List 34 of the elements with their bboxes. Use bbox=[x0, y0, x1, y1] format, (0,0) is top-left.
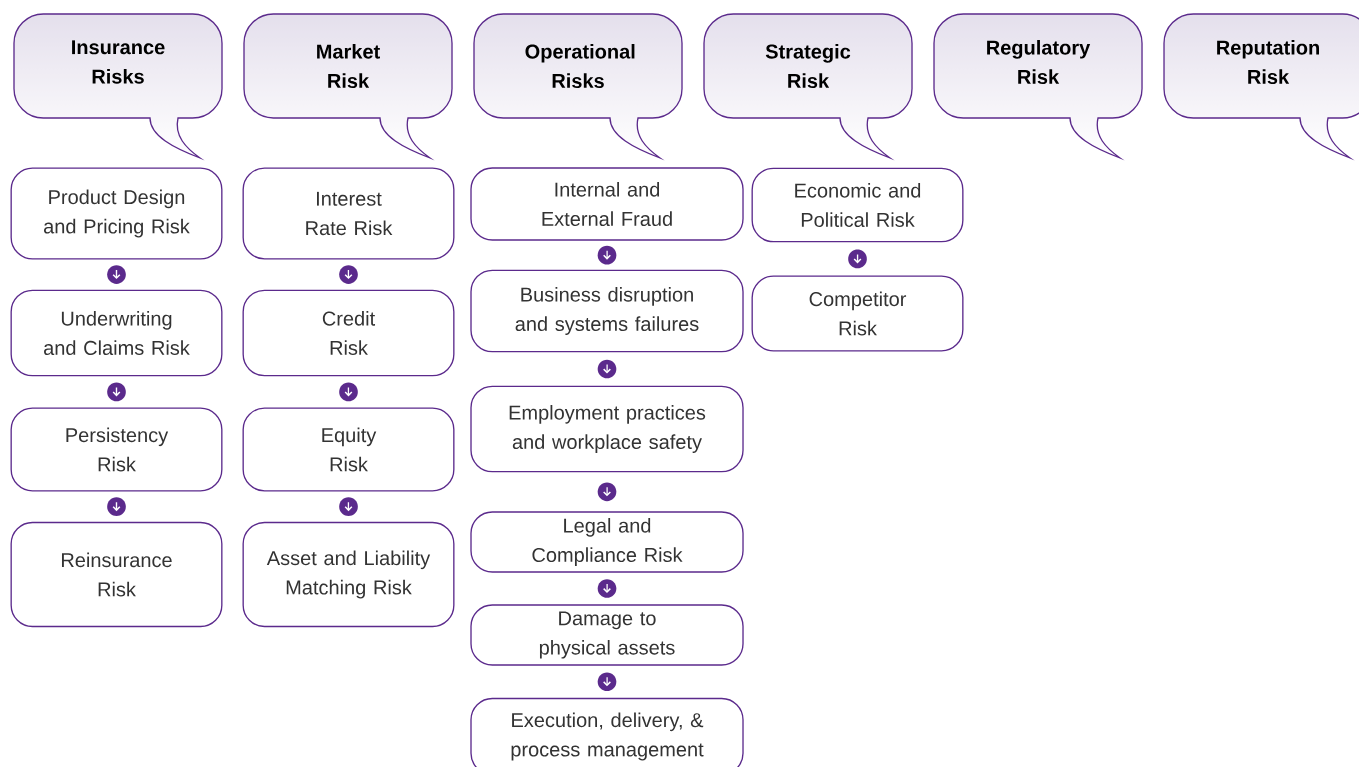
arrow-circle bbox=[107, 382, 126, 402]
risk-box: Business disruption and systems failures bbox=[470, 269, 744, 353]
arrow-circle bbox=[597, 482, 617, 502]
arrow-circle bbox=[339, 265, 358, 284]
arrow-circle bbox=[597, 359, 617, 379]
risk-box: Legal and Compliance Risk bbox=[470, 511, 744, 573]
arrow-circle bbox=[107, 265, 126, 284]
risk-box: Underwriting and Claims Risk bbox=[10, 289, 223, 377]
risk-box: Persistency Risk bbox=[10, 407, 223, 492]
speech-bubble: Reputation Risk bbox=[1163, 13, 1359, 159]
speech-bubble: Insurance Risks bbox=[13, 13, 223, 159]
arrow-circle bbox=[339, 497, 358, 516]
speech-bubble: Market Risk bbox=[243, 13, 453, 159]
risk-box: Internal and External Fraud bbox=[470, 167, 744, 241]
risk-box: Execution, delivery, & process management bbox=[470, 697, 744, 767]
speech-bubble: Operational Risks bbox=[473, 13, 683, 159]
risk-box: Employment practices and workplace safety bbox=[470, 385, 744, 473]
risk-box: Equity Risk bbox=[242, 407, 455, 492]
arrow-circle bbox=[107, 497, 126, 516]
risk-box: Economic and Political Risk bbox=[751, 167, 964, 243]
risk-box: Asset and Liability Matching Risk bbox=[242, 521, 455, 628]
arrow-circle bbox=[597, 672, 617, 692]
arrow-circle bbox=[339, 382, 358, 402]
risk-box: Credit Risk bbox=[242, 289, 455, 377]
arrow-circle bbox=[597, 579, 617, 598]
risk-box: Competitor Risk bbox=[751, 275, 964, 352]
arrow-circle bbox=[597, 245, 617, 265]
risk-box: Product Design and Pricing Risk bbox=[10, 167, 223, 260]
speech-bubble: Strategic Risk bbox=[703, 13, 913, 159]
arrow-circle bbox=[848, 249, 867, 269]
risk-box: Damage to physical assets bbox=[470, 604, 744, 666]
risk-box: Reinsurance Risk bbox=[10, 521, 223, 628]
risk-box: Interest Rate Risk bbox=[242, 167, 455, 260]
speech-bubble: Regulatory Risk bbox=[933, 13, 1143, 159]
